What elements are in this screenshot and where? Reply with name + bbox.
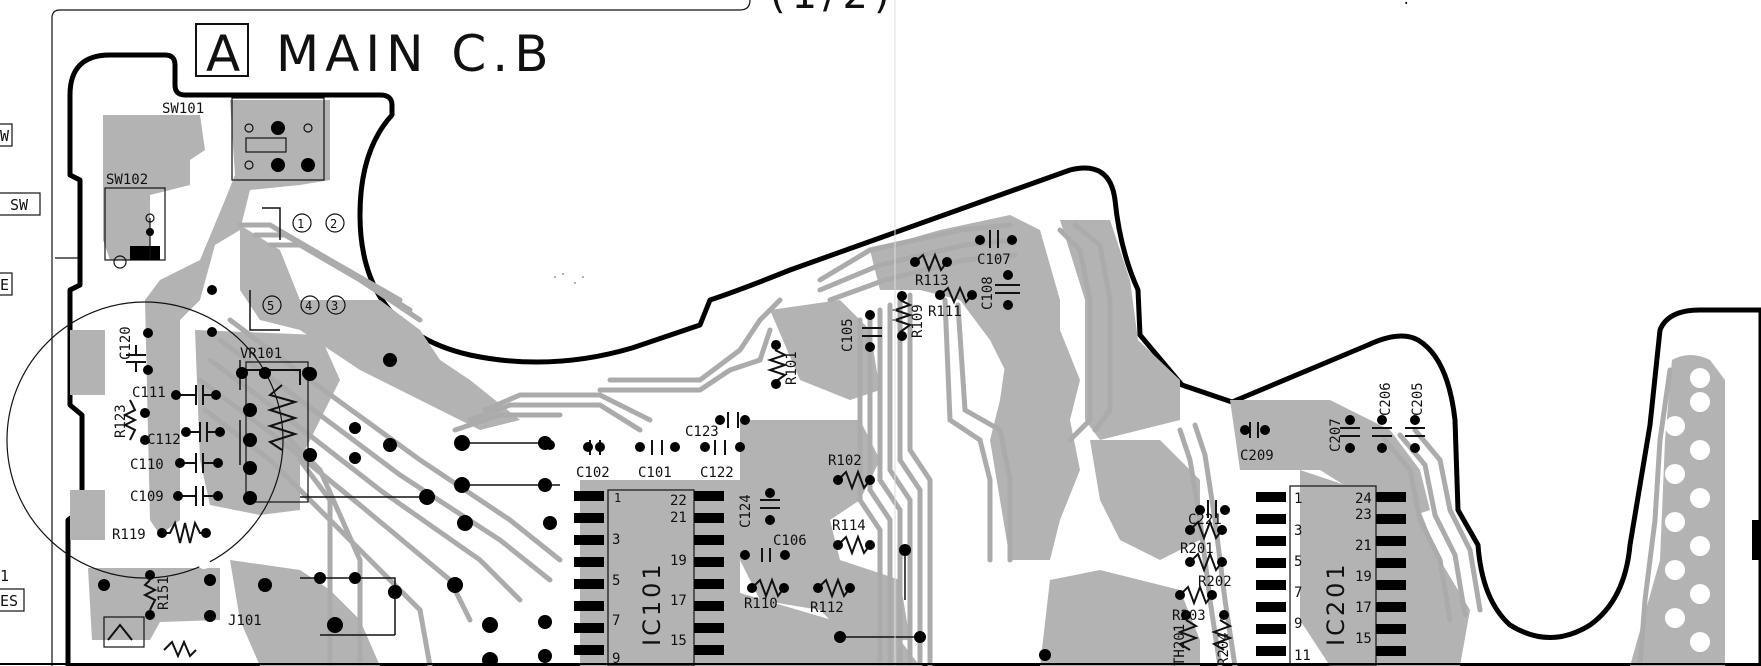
label-r111: R111	[928, 304, 962, 320]
label-c209: C209	[1240, 448, 1274, 464]
pad-1-label: 1	[297, 217, 304, 231]
label-r151: R151	[156, 576, 172, 610]
ic201-pin23: 23	[1355, 507, 1372, 523]
ic101-pin5: 5	[612, 573, 620, 589]
label-c206: C206	[1378, 382, 1394, 416]
label-r123: R123	[113, 404, 129, 438]
label-c124: C124	[738, 494, 754, 528]
title-frame	[51, 0, 751, 666]
label-c101: C101	[638, 465, 672, 481]
pad-5-label: 5	[267, 299, 274, 313]
solder-pads	[98, 235, 1420, 666]
ic201-label: IC201	[1322, 561, 1350, 646]
label-r112: R112	[810, 600, 844, 616]
top-dot: .	[1402, 0, 1410, 8]
ic101-pin7: 7	[612, 613, 620, 629]
ic101-pin15: 15	[670, 633, 687, 649]
label-r202: R202	[1198, 574, 1232, 590]
edge-label-w: W	[0, 127, 10, 145]
label-c108: C108	[980, 276, 996, 310]
label-r101: R101	[784, 351, 800, 385]
label-c122: C122	[700, 465, 734, 481]
ic201-pin19: 19	[1355, 569, 1372, 585]
ic101-pin17: 17	[670, 593, 687, 609]
board-marker-box	[195, 23, 249, 77]
edge-label-1: 1	[0, 567, 9, 585]
label-r119: R119	[112, 527, 146, 543]
label-r114: R114	[832, 518, 866, 534]
ic201-pin24: 24	[1355, 491, 1372, 507]
component-labels: C120 C111 R123 C112 C110 C109 R119 R151 …	[112, 252, 1426, 666]
label-th201: TH201	[1172, 624, 1188, 666]
ic201: 1 3 5 7 9 11 24 23 21 19 17 15 IC201	[1256, 485, 1406, 666]
label-c102: C102	[576, 465, 610, 481]
label-c105: C105	[840, 318, 856, 352]
ic201-pin21: 21	[1355, 538, 1372, 554]
ic101-pin19: 19	[670, 553, 687, 569]
label-j101: J101	[228, 613, 262, 629]
label-r204: R204	[1216, 632, 1232, 666]
ic201-pin15: 15	[1355, 631, 1372, 647]
edge-label-es: ES	[0, 592, 18, 610]
label-sw102: SW102	[106, 172, 148, 188]
jumper-wires	[239, 207, 920, 638]
label-r203: R203	[1172, 608, 1206, 624]
label-c110: C110	[130, 457, 164, 473]
ic101-pin1: 1	[614, 491, 621, 505]
label-c205: C205	[1410, 382, 1426, 416]
ic101-pin21: 21	[670, 510, 687, 526]
pad-3-label: 3	[331, 299, 338, 313]
ic201-pin11: 11	[1294, 648, 1311, 664]
pad-4-label: 4	[305, 299, 312, 313]
ic201-pin7: 7	[1294, 585, 1302, 601]
label-vr101: VR101	[240, 346, 282, 362]
switch-sw101	[231, 97, 325, 181]
scan-specks	[554, 273, 584, 284]
label-r109: R109	[910, 304, 926, 338]
label-c107: C107	[977, 252, 1011, 268]
ic201-pin5: 5	[1294, 554, 1302, 570]
ic201-pin9: 9	[1294, 616, 1302, 632]
ic201-pin3: 3	[1294, 523, 1302, 539]
label-c207: C207	[1328, 418, 1344, 452]
switch-sw102	[104, 187, 166, 269]
label-c120: C120	[118, 326, 134, 360]
ic101-pin22: 22	[670, 493, 687, 509]
copper-holes	[198, 541, 289, 631]
edge-label-sw: SW	[10, 196, 29, 214]
edge-labels: W SW E 1 ES	[0, 123, 41, 612]
copper-pour	[70, 100, 1725, 666]
label-r201: R201	[1180, 541, 1214, 557]
ic101: 1 3 5 7 9 22 21 19 17 15 IC101	[574, 489, 724, 666]
label-r110: R110	[744, 596, 778, 612]
title-fragment: (1/2)	[770, 0, 896, 18]
edge-connector-right	[1665, 368, 1761, 652]
label-r113: R113	[915, 273, 949, 289]
label-c109: C109	[130, 489, 164, 505]
label-c221: C221	[1188, 512, 1222, 528]
ic201-pin17: 17	[1355, 600, 1372, 616]
label-c123: C123	[685, 424, 719, 440]
label-c111: C111	[132, 385, 166, 401]
pad-2-label: 2	[330, 217, 337, 231]
edge-label-e: E	[0, 276, 9, 294]
ic101-pin3: 3	[612, 532, 620, 548]
label-r102: R102	[828, 453, 862, 469]
switch-contact-pads: 1 2 5 4 3	[262, 213, 346, 315]
label-sw101: SW101	[162, 101, 204, 117]
copper-traces	[197, 222, 1673, 666]
component-symbols	[103, 230, 1425, 659]
label-c112: C112	[147, 432, 181, 448]
ic101-pin9: 9	[612, 651, 620, 666]
board-title: MAIN C.B	[276, 25, 555, 83]
ic201-pin1: 1	[1294, 491, 1302, 507]
vr101-callout-circle	[6, 301, 284, 579]
label-c106: C106	[773, 533, 807, 549]
ic101-label: IC101	[638, 561, 666, 646]
board-marker: A	[206, 25, 246, 83]
